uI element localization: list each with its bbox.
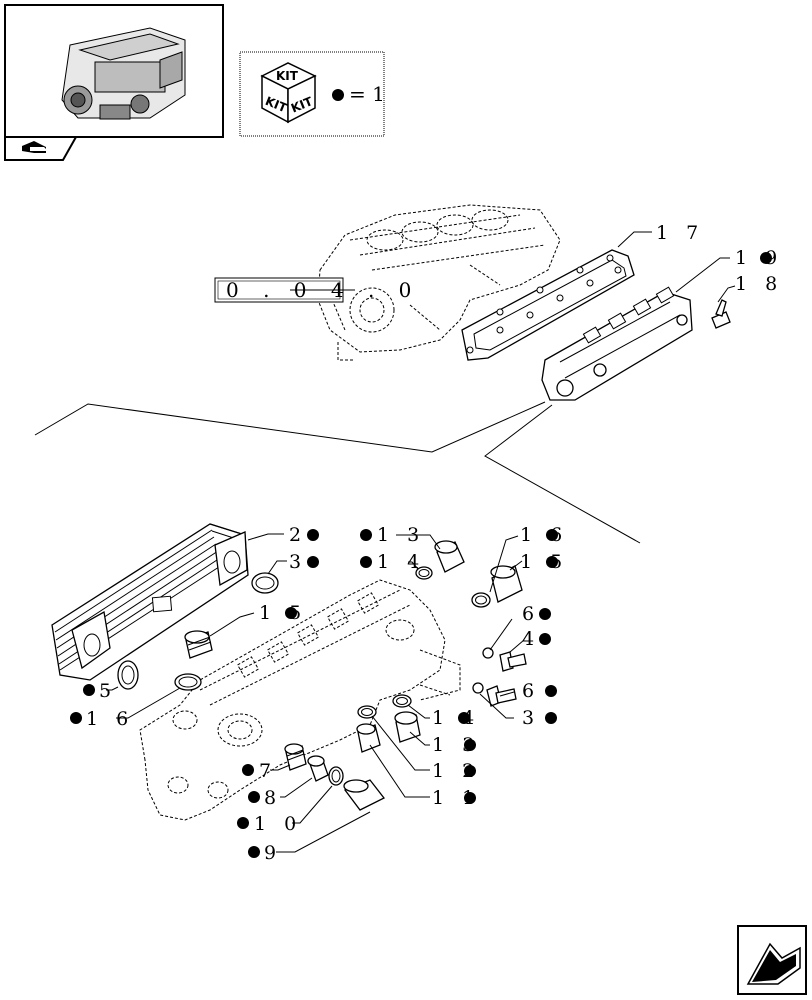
- next-page-arrow-icon: [746, 942, 801, 985]
- kit-dot: [546, 529, 558, 541]
- callout-14-bottom[interactable]: 1 4: [432, 707, 480, 729]
- legend-dot: [332, 89, 344, 101]
- kit-dot: [360, 556, 372, 568]
- kit-dot: [458, 712, 470, 724]
- callout-8[interactable]: 8: [264, 787, 282, 809]
- nav-back-tab[interactable]: [4, 136, 78, 161]
- kit-dot: [307, 556, 319, 568]
- o-ring-3-top: [251, 572, 279, 594]
- plug-15-right: [490, 565, 523, 603]
- callout-13-bottom[interactable]: 1 3: [432, 734, 480, 756]
- callout-18[interactable]: 1 8: [735, 273, 783, 295]
- callout-6-top[interactable]: 6: [522, 603, 540, 625]
- callout-3-top[interactable]: 3: [289, 551, 307, 573]
- callout-7[interactable]: 7: [259, 760, 277, 782]
- pipe-9: [343, 779, 385, 811]
- callout-15-right[interactable]: 1 5: [520, 551, 568, 573]
- kit-dot: [307, 529, 319, 541]
- washer-6-top: [482, 647, 494, 659]
- seal-16-right: [471, 592, 491, 608]
- o-ring-10: [328, 766, 344, 786]
- callout-15-left[interactable]: 1 5: [259, 602, 307, 624]
- seal-14-bottom: [392, 694, 412, 708]
- callout-9[interactable]: 9: [264, 842, 282, 864]
- kit-dot: [70, 712, 82, 724]
- callout-16-left[interactable]: 1 6: [86, 708, 134, 730]
- kit-box-icon: KIT KIT KIT: [260, 62, 317, 124]
- plug-13-top: [434, 540, 465, 573]
- oil-cooler-assembly-19: [541, 286, 693, 401]
- kit-dot: [285, 607, 297, 619]
- kit-dot: [546, 556, 558, 568]
- callout-2[interactable]: 2: [289, 524, 307, 546]
- tube-11: [356, 723, 381, 753]
- engine-block-outline: [317, 204, 561, 361]
- washer-6-bottom: [472, 682, 484, 694]
- seal-12: [357, 705, 377, 719]
- kit-dot: [464, 792, 476, 804]
- back-arrow-icon: [22, 141, 48, 153]
- seal-14-top: [415, 566, 433, 580]
- kit-dot: [248, 846, 260, 858]
- kit-dot: [545, 685, 557, 697]
- kit-dot: [242, 764, 254, 776]
- next-page-button[interactable]: [737, 925, 807, 995]
- detail-leader-lines: [34, 401, 641, 544]
- legend-equation: = 1: [349, 82, 385, 106]
- callout-5[interactable]: 6: [522, 680, 540, 702]
- callout-leaders: [106, 231, 736, 853]
- kit-dot: [360, 529, 372, 541]
- engine-thumbnail[interactable]: [4, 4, 224, 138]
- kit-dot: [248, 791, 260, 803]
- kit-dot: [760, 252, 772, 264]
- callout-13-top[interactable]: 1 3: [377, 524, 425, 546]
- callout-4[interactable]: 4: [522, 628, 540, 650]
- kit-dot: [83, 684, 95, 696]
- oil-cooler-housing: [139, 579, 461, 821]
- callout-16-right[interactable]: 1 6: [520, 524, 568, 546]
- callout-6-bottom[interactable]: 3: [522, 707, 540, 729]
- callout-19[interactable]: 1 9: [735, 247, 783, 269]
- kit-dot: [539, 608, 551, 620]
- kit-dot: [539, 633, 551, 645]
- kit-dot: [464, 739, 476, 751]
- heat-exchanger-2: [51, 523, 249, 681]
- callout-17[interactable]: 1 7: [656, 222, 704, 244]
- kit-legend: KIT KIT KIT = 1: [239, 51, 385, 137]
- callout-3-bottom[interactable]: 5: [99, 680, 117, 702]
- callout-11[interactable]: 1 1: [432, 787, 480, 809]
- kit-label-top: KIT: [276, 69, 299, 83]
- callout-14-top[interactable]: 1 4: [377, 551, 425, 573]
- o-ring-3-bottom: [117, 660, 139, 690]
- callout-10[interactable]: 1 0: [254, 813, 302, 835]
- kit-dot: [545, 712, 557, 724]
- ring-8: [307, 755, 329, 782]
- kit-dot: [464, 765, 476, 777]
- plug-15-left: [184, 630, 213, 659]
- screw-18: [711, 299, 731, 329]
- plug-7: [284, 743, 307, 771]
- gasket-17: [461, 249, 635, 361]
- callout-12[interactable]: 1 2: [432, 760, 480, 782]
- kit-dot: [237, 817, 249, 829]
- screw-4: [499, 651, 527, 672]
